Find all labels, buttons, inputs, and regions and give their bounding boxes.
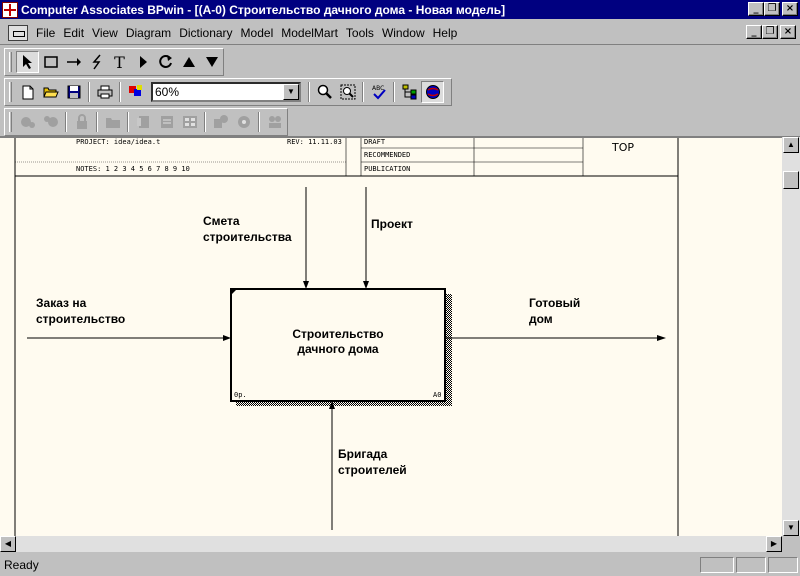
- menu-model[interactable]: Model: [240, 25, 274, 40]
- go-to-parent-icon[interactable]: [154, 51, 177, 73]
- users-icon[interactable]: [263, 111, 286, 133]
- menu-diagram[interactable]: Diagram: [125, 25, 172, 40]
- zoom-value: 60%: [155, 85, 180, 99]
- idef0-diagram: [14, 138, 679, 536]
- new-file-icon[interactable]: [16, 81, 39, 103]
- security-icon[interactable]: [209, 111, 232, 133]
- menu-edit[interactable]: Edit: [63, 25, 85, 40]
- folder-icon[interactable]: [101, 111, 124, 133]
- output-arrow-label[interactable]: Готовый дом: [529, 296, 581, 326]
- lock-icon[interactable]: [70, 111, 93, 133]
- control-arrow-label-project[interactable]: Проект: [371, 217, 413, 231]
- notes-label: NOTES: 1 2 3 4 5 6 7 8 9 10: [76, 165, 190, 173]
- go-down-icon[interactable]: [200, 51, 223, 73]
- chevron-down-icon[interactable]: ▼: [283, 84, 299, 100]
- title-bar: Computer Associates BPwin - [(A-0) Строи…: [0, 0, 800, 19]
- horizontal-scrollbar[interactable]: ◀ ▶: [0, 536, 782, 552]
- scroll-up-icon[interactable]: ▲: [783, 137, 799, 153]
- text-tool-icon[interactable]: T: [114, 52, 125, 72]
- print-icon[interactable]: [93, 81, 116, 103]
- scroll-left-icon[interactable]: ◀: [0, 536, 16, 552]
- activity-cost: 0р.: [234, 391, 247, 399]
- color-palette-icon[interactable]: [124, 81, 147, 103]
- scroll-down-icon[interactable]: ▼: [783, 520, 799, 536]
- go-up-icon[interactable]: [177, 51, 200, 73]
- menu-dictionary[interactable]: Dictionary: [179, 25, 233, 40]
- status-text: Ready: [4, 558, 39, 572]
- menu-modelmart[interactable]: ModelMart: [281, 25, 338, 40]
- scrollbar-corner: [782, 536, 800, 552]
- library-icon[interactable]: [132, 111, 155, 133]
- go-to-child-icon[interactable]: [131, 51, 154, 73]
- connect-icon[interactable]: [16, 111, 39, 133]
- project-label: PROJECT: idea/idea.t: [76, 138, 161, 146]
- drawing-toolbar: T: [4, 48, 224, 76]
- recommended-status: RECOMMENDED: [364, 151, 411, 159]
- save-icon[interactable]: [62, 81, 85, 103]
- settings-icon[interactable]: [232, 111, 255, 133]
- spell-check-icon[interactable]: ABC: [367, 81, 390, 103]
- doc-close-button[interactable]: ×: [780, 25, 796, 39]
- app-icon[interactable]: [2, 1, 18, 18]
- open-folder-icon[interactable]: [39, 81, 62, 103]
- menu-window[interactable]: Window: [381, 25, 425, 40]
- context-label: TOP: [612, 141, 635, 154]
- pointer-tool-icon[interactable]: [16, 51, 39, 73]
- activity-box-tool-icon[interactable]: [39, 51, 62, 73]
- arrow-tool-icon[interactable]: [62, 51, 85, 73]
- vertical-scrollbar[interactable]: ▲ ▼: [782, 137, 800, 536]
- menu-tools[interactable]: Tools: [345, 25, 374, 40]
- window-title: Computer Associates BPwin - [(A-0) Строи…: [21, 2, 506, 17]
- zoom-fit-icon[interactable]: [336, 81, 359, 103]
- menu-help[interactable]: Help: [432, 25, 458, 40]
- zoom-icon[interactable]: [313, 81, 336, 103]
- draft-status: DRAFT: [364, 138, 386, 146]
- menu-file[interactable]: File: [36, 25, 56, 40]
- doc-minimize-button[interactable]: _: [746, 25, 762, 39]
- minimize-button[interactable]: _: [748, 2, 764, 16]
- diagram-canvas[interactable]: PROJECT: idea/idea.t REV: 11.11.03 NOTES…: [0, 137, 782, 536]
- report-icon[interactable]: [155, 111, 178, 133]
- doc-restore-button[interactable]: ❐: [762, 25, 778, 39]
- modelmart-toolbar: [4, 108, 288, 136]
- scroll-right-icon[interactable]: ▶: [766, 536, 782, 552]
- model-explorer-icon[interactable]: [398, 81, 421, 103]
- menu-bar: File Edit View Diagram Dictionary Model …: [0, 21, 800, 45]
- publication-status: PUBLICATION: [364, 165, 411, 173]
- status-bar: Ready: [0, 554, 800, 576]
- activity-box[interactable]: [230, 288, 446, 402]
- rev-label: REV: 11.11.03: [287, 138, 342, 146]
- status-panel: [700, 557, 734, 573]
- control-arrow-label-estimate[interactable]: Смета строительства: [203, 214, 292, 244]
- squiggle-tool-icon[interactable]: [85, 51, 108, 73]
- grid-icon[interactable]: [178, 111, 201, 133]
- modelmart-icon[interactable]: [421, 81, 444, 103]
- activity-name[interactable]: Строительство дачного дома: [292, 327, 384, 356]
- standard-toolbar: 60% ▼ ABC: [4, 78, 452, 106]
- vertical-scroll-thumb[interactable]: [783, 171, 799, 189]
- disconnect-icon[interactable]: [39, 111, 62, 133]
- status-panel: [736, 557, 766, 573]
- mechanism-arrow-label[interactable]: Бригада строителей: [338, 447, 407, 477]
- activity-number: A0: [433, 391, 442, 399]
- input-arrow-label[interactable]: Заказ на строительство: [36, 296, 126, 326]
- maximize-button[interactable]: ❐: [764, 2, 780, 16]
- menu-view[interactable]: View: [92, 25, 118, 40]
- zoom-select[interactable]: 60% ▼: [151, 82, 301, 102]
- document-icon[interactable]: [8, 24, 28, 41]
- status-panel: [768, 557, 798, 573]
- close-button[interactable]: ×: [782, 2, 798, 16]
- svg-text:ABC: ABC: [372, 85, 384, 92]
